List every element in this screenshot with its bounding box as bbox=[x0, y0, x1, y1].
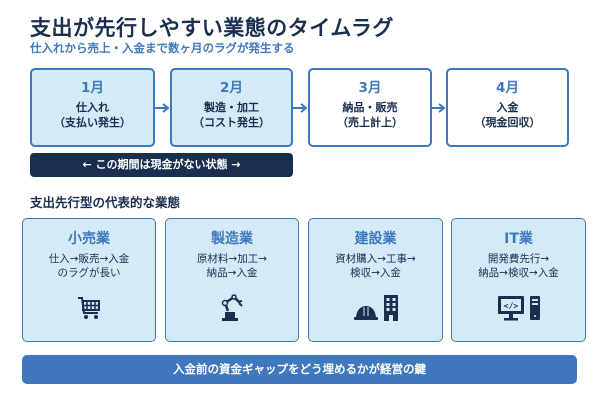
step-label: 入金 bbox=[496, 101, 519, 114]
robot-arm-icon bbox=[221, 294, 243, 321]
industry-card-construction: 建設業 資材購入→工事→ 検収→入金 bbox=[308, 218, 443, 342]
server-tower-icon bbox=[529, 296, 540, 320]
industry-card-retail: 小売業 仕入→販売→入金 のラグが長い bbox=[22, 218, 156, 342]
step-month: 2月 bbox=[220, 80, 243, 96]
step-note: （支払い発生） bbox=[54, 116, 131, 129]
step-month: 3月 bbox=[358, 80, 382, 96]
step-month: 4月 bbox=[496, 80, 519, 96]
industry-name: 建設業 bbox=[354, 231, 397, 247]
timeline-step-2: 2月 製造・加工 （コスト発生） bbox=[170, 68, 293, 147]
key-message-banner: 入金前の資金ギャップをどう埋めるかが経営の鍵 bbox=[22, 355, 577, 384]
industry-name: 小売業 bbox=[68, 231, 110, 247]
industry-name: 製造業 bbox=[211, 231, 253, 247]
step-label: 仕入れ bbox=[76, 101, 109, 114]
arrow-right-icon bbox=[432, 103, 446, 113]
section-heading: 支出先行型の代表的な業態 bbox=[30, 195, 181, 210]
step-note: （コスト発生） bbox=[193, 116, 270, 129]
industry-flow: 原材料→加工→ 納品→入金 bbox=[196, 253, 268, 279]
page-title: 支出が先行しやすい業態のタイムラグ bbox=[30, 16, 394, 40]
industry-flow: 開発費先行→ 納品→検収→入金 bbox=[478, 253, 559, 279]
svg-text:</>: </> bbox=[503, 302, 518, 311]
step-note: （売上計上） bbox=[337, 116, 403, 129]
industry-name: IT業 bbox=[504, 231, 533, 247]
arrow-right-icon bbox=[155, 103, 170, 113]
cash-gap-banner: ← この期間は現金がない状態 → bbox=[30, 153, 293, 177]
page-subtitle: 仕入れから売上・入金まで数ヶ月のラグが発生する bbox=[30, 41, 295, 55]
building-icon bbox=[383, 295, 398, 321]
timeline-step-3: 3月 納品・販売 （売上計上） bbox=[308, 68, 432, 147]
shopping-cart-icon bbox=[78, 297, 100, 319]
industry-flow: 仕入→販売→入金 のラグが長い bbox=[48, 253, 130, 279]
industry-card-manufacturing: 製造業 原材料→加工→ 納品→入金 bbox=[165, 218, 299, 342]
arrow-right-icon bbox=[293, 103, 308, 113]
industry-flow: 資材購入→工事→ 検収→入金 bbox=[335, 253, 416, 279]
timeline-step-4: 4月 入金 （現金回収） bbox=[446, 68, 569, 147]
industry-card-it: IT業 開発費先行→ 納品→検収→入金 </> bbox=[451, 218, 586, 342]
computer-code-icon: </> bbox=[497, 296, 524, 321]
timeline-step-1: 1月 仕入れ （支払い発生） bbox=[30, 68, 155, 147]
hard-hat-icon bbox=[353, 306, 378, 320]
step-month: 1月 bbox=[81, 80, 104, 96]
step-label: 製造・加工 bbox=[204, 101, 259, 114]
step-label: 納品・販売 bbox=[342, 101, 398, 114]
step-note: （現金回収） bbox=[474, 116, 541, 129]
